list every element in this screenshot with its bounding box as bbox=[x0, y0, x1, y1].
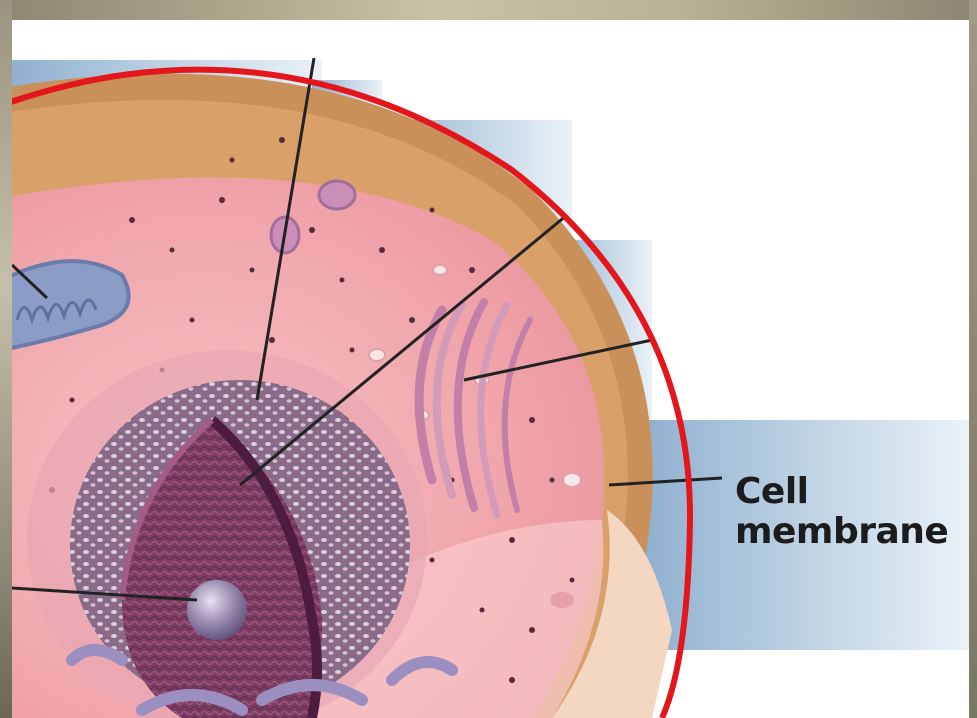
diagram-canvas: Cell membrane bbox=[12, 20, 969, 718]
cell-membrane-label: Cell membrane bbox=[735, 472, 948, 552]
nucleus bbox=[27, 350, 427, 718]
slide-frame-left bbox=[0, 0, 12, 718]
nucleolus bbox=[187, 580, 247, 640]
label-line: membrane bbox=[735, 512, 948, 552]
slide-frame-right bbox=[969, 0, 977, 718]
slide-frame-top bbox=[0, 0, 977, 20]
label-line: Cell bbox=[735, 472, 948, 512]
cell-diagram bbox=[12, 20, 969, 718]
